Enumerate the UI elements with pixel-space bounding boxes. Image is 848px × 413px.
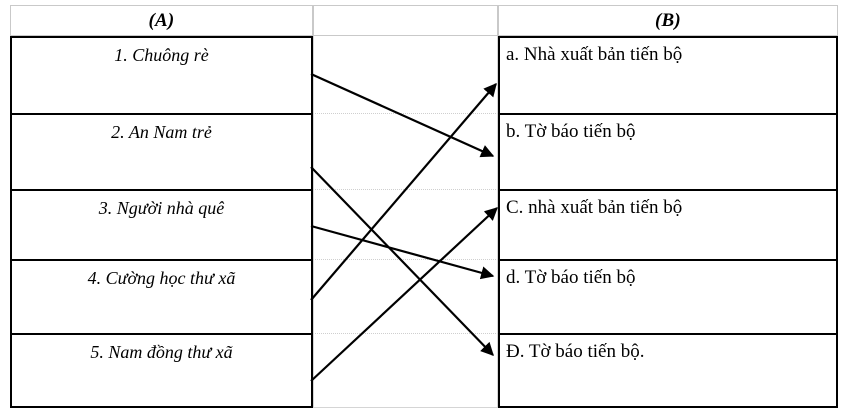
- column-a-header: (A): [10, 5, 313, 36]
- column-b-header-label: (B): [655, 9, 681, 31]
- middle-separator: [313, 333, 498, 334]
- list-item[interactable]: b. Tờ báo tiến bộ: [500, 115, 836, 191]
- column-a-item-4: 4. Cường học thư xã: [87, 268, 236, 288]
- list-item[interactable]: 2. An Nam trẻ: [12, 115, 311, 191]
- middle-separator: [313, 113, 498, 114]
- column-b: a. Nhà xuất bản tiến bộ b. Tờ báo tiến b…: [498, 36, 838, 408]
- list-item[interactable]: Đ. Tờ báo tiến bộ.: [500, 335, 836, 410]
- middle-column-header: [313, 5, 498, 36]
- column-b-item-dd: Đ. Tờ báo tiến bộ.: [506, 341, 645, 362]
- column-a: 1. Chuông rè 2. An Nam trẻ 3. Người nhà …: [10, 36, 313, 408]
- column-b-item-b: b. Tờ báo tiến bộ: [506, 121, 636, 142]
- column-a-item-5: 5. Nam đồng thư xã: [90, 342, 233, 362]
- column-a-item-1: 1. Chuông rè: [114, 45, 209, 65]
- list-item[interactable]: a. Nhà xuất bản tiến bộ: [500, 38, 836, 115]
- middle-separator: [313, 189, 498, 190]
- list-item[interactable]: d. Tờ báo tiến bộ: [500, 261, 836, 335]
- column-a-item-3: 3. Người nhà quê: [98, 198, 225, 218]
- column-b-item-c: C. nhà xuất bản tiến bộ: [506, 197, 683, 218]
- column-a-item-2: 2. An Nam trẻ: [111, 122, 212, 142]
- middle-separator: [313, 259, 498, 260]
- column-b-item-a: a. Nhà xuất bản tiến bộ: [506, 44, 683, 65]
- column-a-header-label: (A): [148, 9, 175, 31]
- list-item[interactable]: 4. Cường học thư xã: [12, 261, 311, 335]
- list-item[interactable]: 5. Nam đồng thư xã: [12, 335, 311, 410]
- list-item[interactable]: C. nhà xuất bản tiến bộ: [500, 191, 836, 261]
- list-item[interactable]: 3. Người nhà quê: [12, 191, 311, 261]
- connector-column: [313, 36, 498, 408]
- column-b-item-d: d. Tờ báo tiến bộ: [506, 267, 636, 288]
- list-item[interactable]: 1. Chuông rè: [12, 38, 311, 115]
- column-b-header: (B): [498, 5, 838, 36]
